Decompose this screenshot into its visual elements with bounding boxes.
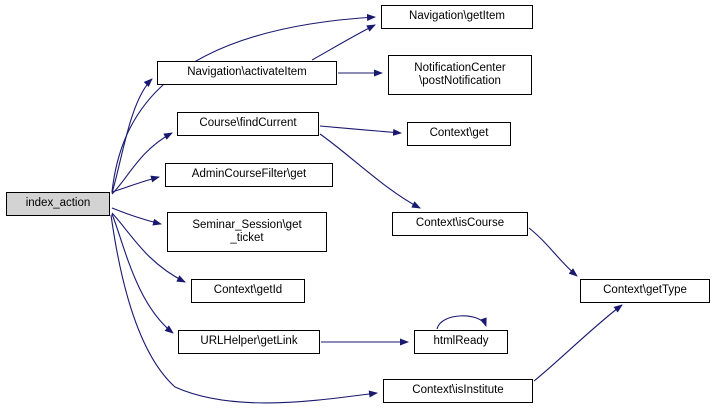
edge-course_findcurrent-context_get bbox=[319, 125, 402, 136]
node-context-gettype[interactable]: Context\getType bbox=[580, 279, 710, 303]
node-context-iscourse[interactable]: Context\isCourse bbox=[392, 212, 528, 236]
edge-context_iscourse-context_gettype bbox=[528, 227, 578, 277]
node-navigation-getitem[interactable]: Navigation\getItem bbox=[381, 5, 533, 29]
node-navigation-activateitem[interactable]: Navigation\activateItem bbox=[157, 61, 337, 85]
edge-index_action-course_findcurrent bbox=[111, 132, 173, 195]
node-urlhelper-getlink[interactable]: URLHelper\getLink bbox=[178, 330, 320, 354]
edge-index_action-nav_activateitem bbox=[111, 78, 153, 194]
node-htmlready[interactable]: htmlReady bbox=[414, 330, 508, 354]
node-index-action[interactable]: index_action bbox=[6, 192, 110, 216]
edge-course_findcurrent-context_iscourse bbox=[319, 133, 421, 209]
node-context-getid[interactable]: Context\getId bbox=[191, 279, 305, 303]
edge-context_isinstitute-context_gettype bbox=[533, 304, 623, 382]
edge-htmlready-htmlready bbox=[436, 315, 487, 330]
node-notificationcenter-postnotification[interactable]: NotificationCenter \postNotification bbox=[388, 55, 532, 95]
node-admincoursefilter-get[interactable]: AdminCourseFilter\get bbox=[165, 163, 333, 187]
node-context-isinstitute[interactable]: Context\isInstitute bbox=[383, 379, 533, 403]
node-course-findcurrent[interactable]: Course\findCurrent bbox=[177, 112, 319, 136]
edge-index_action-context_getid bbox=[111, 212, 186, 283]
node-context-get[interactable]: Context\get bbox=[407, 122, 511, 146]
edge-index_action-admincoursefilter_get bbox=[111, 175, 160, 193]
edge-nav_activateitem-nav_getitem bbox=[311, 24, 376, 61]
edge-index_action-seminar_session_get bbox=[111, 207, 162, 226]
edge-index_action-urlhelper_getlink bbox=[111, 213, 174, 334]
node-seminar-session-get-ticket[interactable]: Seminar_Session\get _ticket bbox=[167, 212, 327, 252]
edge-index_action-context_isinstitute bbox=[110, 214, 378, 404]
